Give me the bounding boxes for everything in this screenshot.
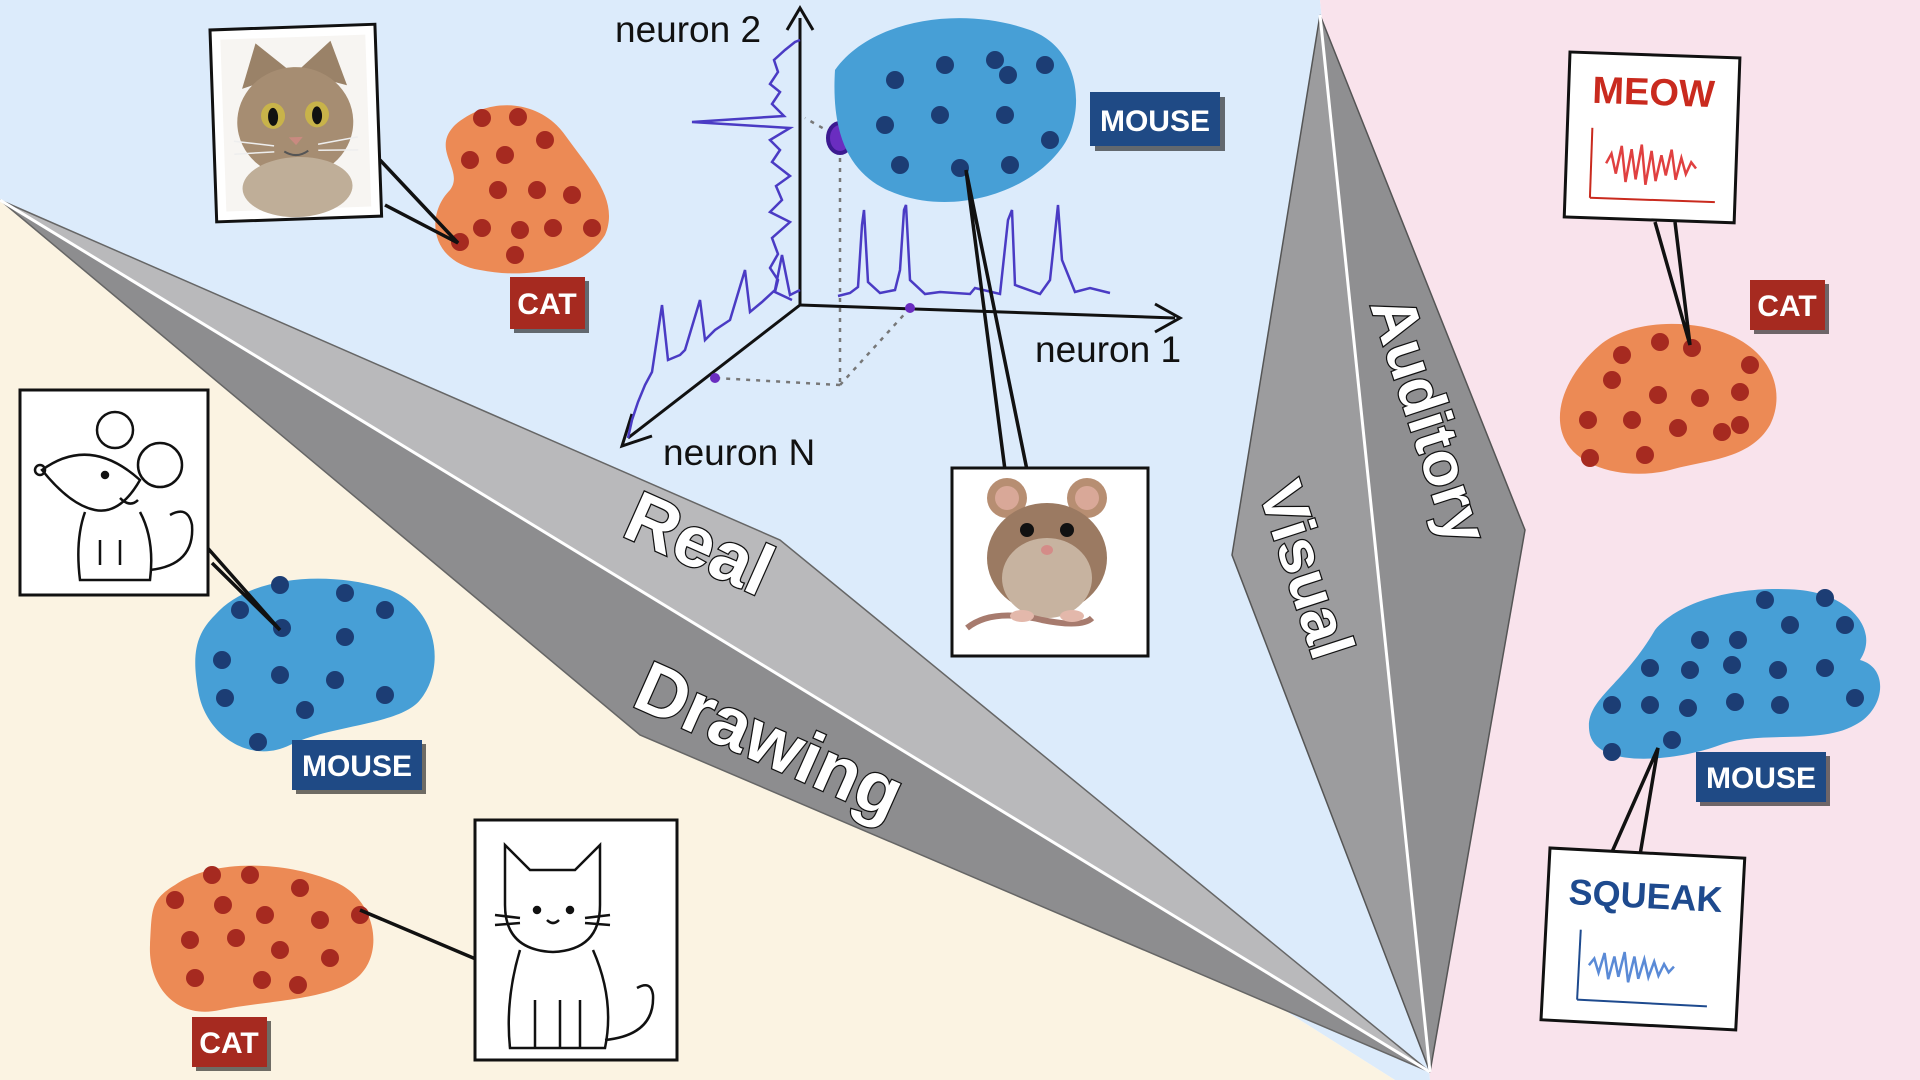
svg-text:CAT: CAT bbox=[517, 288, 576, 321]
tag-cat-real: CAT bbox=[510, 277, 589, 333]
neuron-n-trace bbox=[626, 254, 801, 439]
mouse-drawing-icon bbox=[18, 388, 210, 597]
svg-text:MOUSE: MOUSE bbox=[302, 750, 412, 783]
tag-mouse-drawing: MOUSE bbox=[292, 740, 426, 794]
meow-label: MEOW bbox=[1592, 70, 1716, 116]
svg-text:MOUSE: MOUSE bbox=[1100, 105, 1210, 138]
cat-photo-icon bbox=[208, 22, 384, 224]
svg-text:CAT: CAT bbox=[199, 1027, 258, 1060]
mouse-cluster-drawing bbox=[195, 576, 435, 752]
projection-point-1 bbox=[905, 303, 915, 313]
tag-mouse-auditory: MOUSE bbox=[1696, 752, 1830, 806]
projection-lines bbox=[714, 116, 911, 387]
cat-cluster-drawing bbox=[149, 865, 374, 1012]
meow-panel: MEOW bbox=[1562, 50, 1742, 225]
squeak-label: SQUEAK bbox=[1568, 871, 1724, 920]
axis-label-neuron-n: neuron N bbox=[663, 432, 815, 473]
svg-text:CAT: CAT bbox=[1757, 290, 1816, 323]
meow-waveform-icon bbox=[1588, 127, 1715, 204]
real-drawing-fold bbox=[0, 198, 1431, 1074]
auditory-visual-fold bbox=[1231, 14, 1526, 1073]
tag-cat-drawing: CAT bbox=[192, 1017, 271, 1071]
mouse-cluster-real bbox=[834, 18, 1077, 203]
neuron-1-trace bbox=[837, 204, 1111, 298]
mouse-cluster-auditory bbox=[1588, 589, 1881, 761]
tag-cat-auditory: CAT bbox=[1750, 280, 1829, 334]
cat-drawing-icon bbox=[473, 818, 679, 1062]
axis-label-neuron-1: neuron 1 bbox=[1035, 329, 1181, 370]
squeak-waveform-icon bbox=[1576, 929, 1707, 1008]
neural-space-axes bbox=[619, 5, 1184, 449]
tag-mouse-real: MOUSE bbox=[1090, 92, 1225, 151]
projection-point-n bbox=[710, 373, 720, 383]
svg-text:MOUSE: MOUSE bbox=[1706, 762, 1816, 795]
neuron-2-trace bbox=[691, 38, 801, 302]
squeak-panel: SQUEAK bbox=[1539, 846, 1747, 1032]
axis-label-neuron-2: neuron 2 bbox=[615, 9, 761, 50]
mouse-photo-icon bbox=[950, 466, 1150, 658]
cat-cluster-real bbox=[435, 105, 610, 274]
cat-cluster-auditory bbox=[1559, 323, 1777, 474]
